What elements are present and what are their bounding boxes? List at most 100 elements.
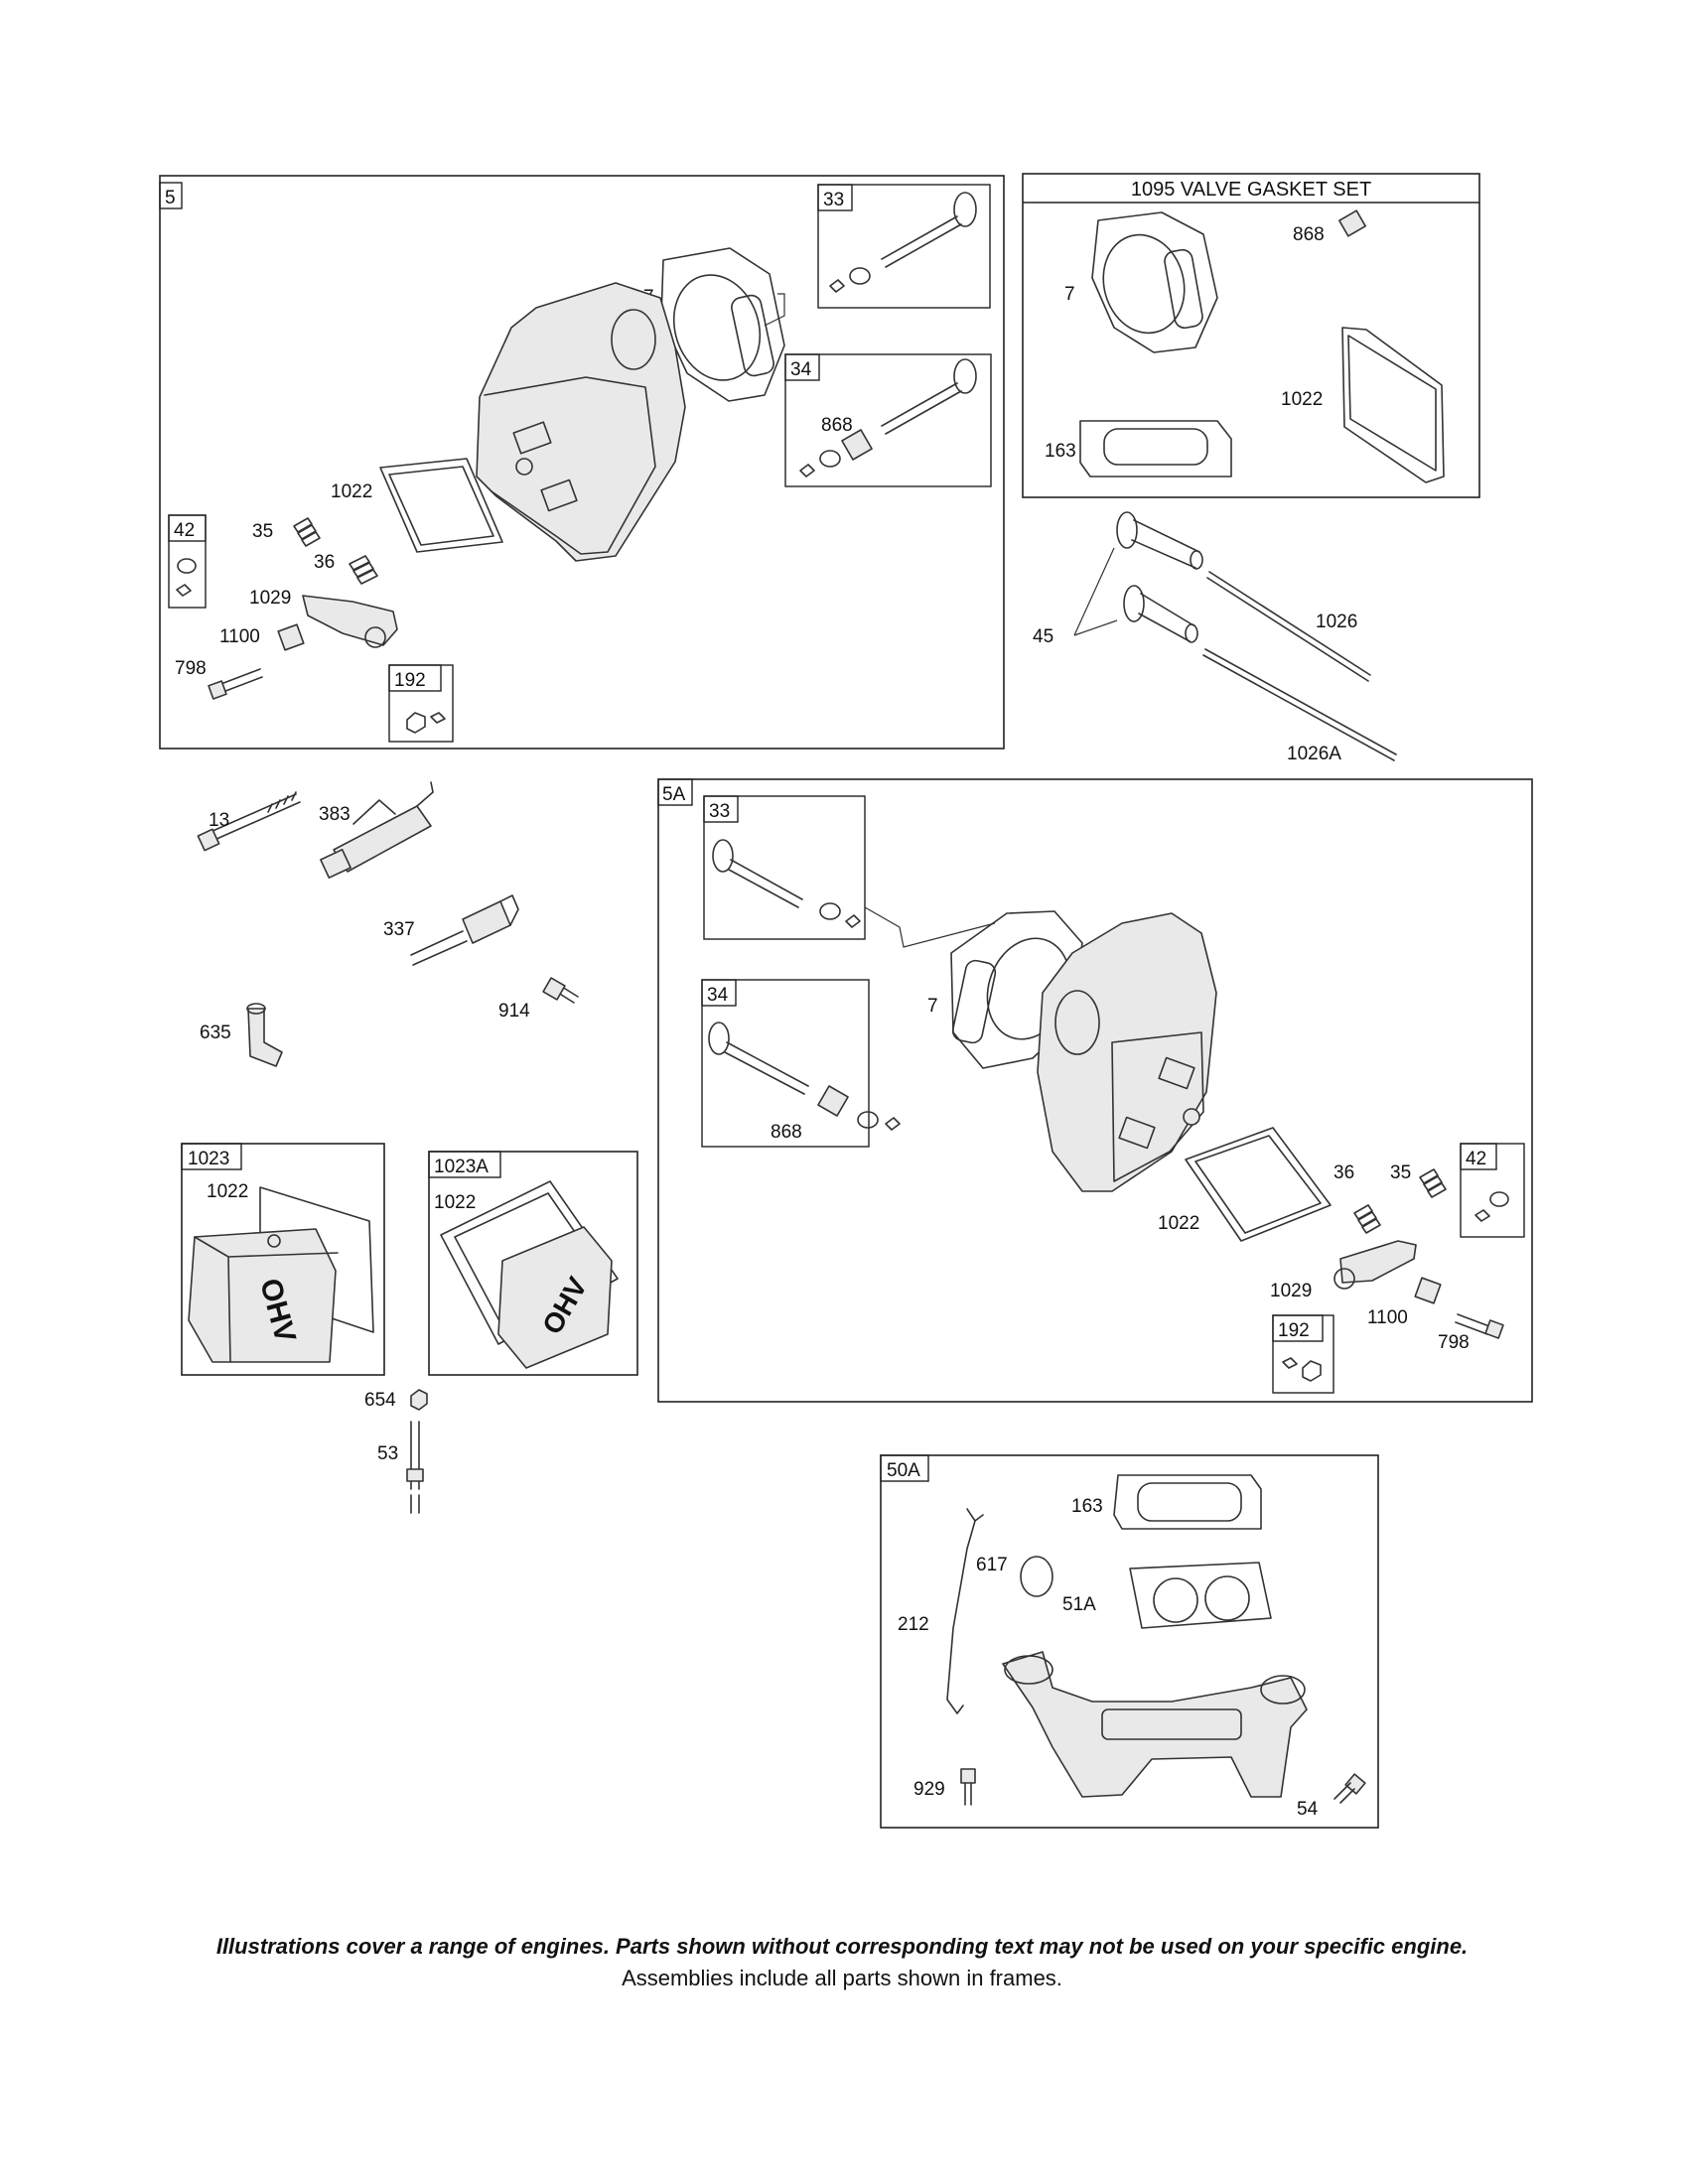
o-ring-icon (1020, 1556, 1053, 1597)
disclaimer-text: Illustrations cover a range of engines. … (215, 1934, 1469, 1959)
label-1100-lower: 1100 (1367, 1307, 1408, 1328)
label-1022-set: 1022 (1281, 389, 1323, 410)
rocker-cover-icon: OHV (188, 1186, 374, 1363)
intake-valve-icon (708, 1022, 901, 1131)
frame-192-tag: 192 (394, 670, 426, 691)
bolt-icon (208, 668, 263, 700)
exhaust-valve-icon (829, 192, 977, 293)
nut-icon (410, 1389, 428, 1411)
cylinder-head-icon (1037, 912, 1217, 1192)
frame-5A-tag: 5A (662, 784, 686, 805)
push-rod-icon (1202, 571, 1397, 761)
intake-valve-icon (799, 358, 977, 478)
frame-1095: 1095 VALVE GASKET SET 7 868 1022 163 (1022, 173, 1480, 498)
label-51A: 51A (1062, 1594, 1096, 1615)
spark-plug-icon (410, 894, 519, 966)
label-914: 914 (498, 1001, 530, 1022)
label-1029-lower: 1029 (1270, 1281, 1312, 1301)
label-1026: 1026 (1316, 612, 1357, 632)
label-635: 635 (200, 1023, 231, 1043)
stud-icon (406, 1421, 424, 1514)
assemblies-note: Assemblies include all parts shown in fr… (622, 1966, 1062, 1990)
loose-parts: 13 383 337 914 635 (197, 781, 579, 1067)
footer: Illustrations cover a range of engines. … (0, 1934, 1684, 1991)
valves-and-pushrods: 45 1026 1026A (1033, 511, 1397, 764)
label-13: 13 (209, 810, 229, 831)
frame-42-tag-lower: 42 (1466, 1149, 1486, 1169)
label-35-top: 35 (252, 521, 273, 542)
frame-1095-title: 1095 VALVE GASKET SET (1131, 179, 1371, 201)
frame-50A: 50A 163 617 51A 212 929 (880, 1454, 1379, 1829)
valve-spring-icon (1353, 1168, 1447, 1234)
frame-5A: 5A 33 34 868 7 (657, 778, 1533, 1403)
label-7-set: 7 (1064, 284, 1075, 305)
screw-icon (542, 977, 579, 1004)
cylinder-head-icon (476, 282, 686, 562)
exhaust-valve-icon (712, 839, 861, 928)
ignition-coil-icon (320, 781, 434, 879)
frame-33-tag: 33 (823, 190, 844, 210)
label-383: 383 (319, 804, 351, 825)
frame-50A-tag: 50A (887, 1460, 920, 1481)
label-929: 929 (913, 1779, 945, 1800)
frame-33-tag-lower: 33 (709, 801, 730, 822)
head-gasket-icon (1091, 211, 1218, 353)
valve-spring-icon (293, 517, 378, 585)
valve-seal-icon (1338, 209, 1366, 237)
label-1022-lower: 1022 (1158, 1213, 1199, 1234)
rocker-gasket-icon (1185, 1127, 1332, 1242)
label-53: 53 (377, 1443, 398, 1464)
rocker-arm-icon (302, 595, 398, 648)
exhaust-manifold-icon (1002, 1651, 1308, 1798)
frame-1023: 1023 OHV 1022 (181, 1143, 385, 1376)
label-798-top: 798 (175, 658, 207, 679)
label-163-set: 163 (1045, 441, 1076, 462)
bolt-icon (1455, 1313, 1504, 1339)
frame-1023A: 1023A OHV 1022 (428, 1151, 638, 1376)
frame-5-tag: 5 (165, 188, 176, 208)
label-798-lower: 798 (1438, 1332, 1470, 1353)
label-1029-top: 1029 (249, 588, 291, 609)
label-868-lower: 868 (771, 1122, 802, 1143)
label-1026A: 1026A (1287, 744, 1341, 764)
label-36-lower: 36 (1333, 1162, 1354, 1183)
screw-icon (1333, 1773, 1366, 1804)
rocker-gasket-icon (1341, 327, 1445, 483)
rocker-cover-icon: OHV (440, 1180, 619, 1369)
intake-gasket-icon (1113, 1474, 1262, 1530)
label-7-lower: 7 (927, 996, 938, 1017)
label-868-top: 868 (821, 415, 853, 436)
label-45: 45 (1033, 626, 1053, 647)
pivot-icon (1414, 1277, 1442, 1304)
frame-34-tag-lower: 34 (707, 985, 729, 1006)
label-868-set: 868 (1293, 224, 1325, 245)
label-35-lower: 35 (1390, 1162, 1411, 1183)
valve-icon (1116, 511, 1203, 643)
wire-hook-icon (966, 1508, 984, 1522)
frame-1023-tag: 1023 (188, 1149, 229, 1169)
label-1100-top: 1100 (219, 626, 260, 647)
label-617: 617 (976, 1555, 1008, 1575)
rocker-arm-icon (1333, 1240, 1417, 1290)
frame-192-tag-lower: 192 (1278, 1320, 1310, 1341)
frame-1023A-tag: 1023A (434, 1157, 489, 1177)
label-654: 654 (364, 1390, 396, 1411)
screw-icon (960, 1768, 976, 1806)
wire-rod-icon (946, 1520, 976, 1714)
label-1022-cover-b: 1022 (434, 1192, 476, 1213)
pivot-icon (277, 623, 305, 651)
label-1022-top: 1022 (331, 481, 372, 502)
rocker-gasket-icon (379, 458, 503, 553)
cover-fasteners: 654 53 (364, 1389, 428, 1514)
label-337: 337 (383, 919, 415, 940)
frame-42-tag: 42 (174, 520, 195, 541)
label-1022-cover-a: 1022 (207, 1181, 248, 1202)
label-36-top: 36 (314, 552, 335, 573)
bolt-icon (197, 791, 301, 852)
label-54: 54 (1297, 1799, 1319, 1820)
label-212: 212 (898, 1614, 929, 1635)
frame-5: 5 33 34 868 7 (159, 175, 1005, 750)
elbow-fitting-icon (246, 1003, 283, 1067)
intake-gasket-icon (1079, 420, 1232, 478)
